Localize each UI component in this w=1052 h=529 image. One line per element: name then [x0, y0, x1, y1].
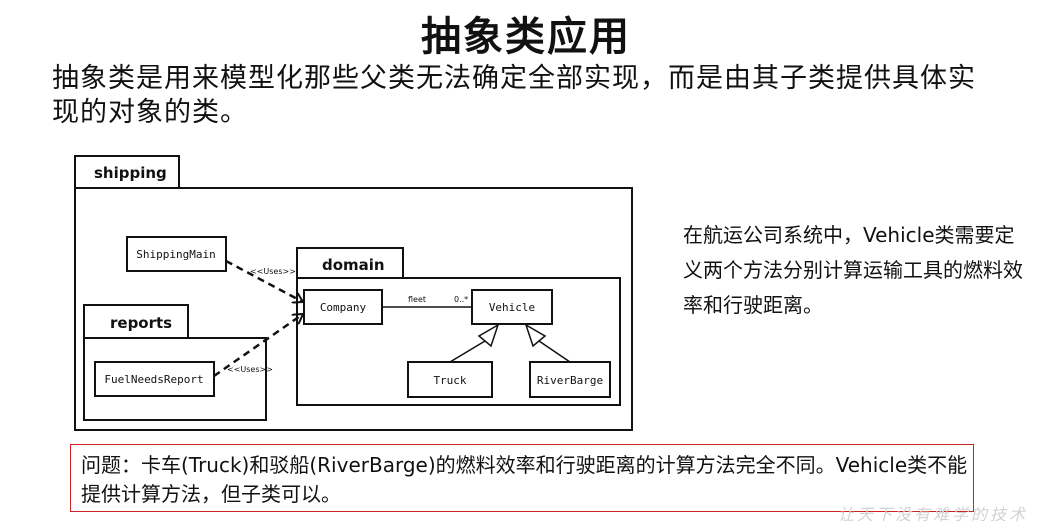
shipping-package-body: [74, 187, 633, 431]
fuel-needs-report-label: FuelNeedsReport: [104, 373, 203, 386]
vehicle-label: Vehicle: [489, 301, 535, 314]
shipping-package-label: shipping: [94, 164, 167, 182]
reports-package-label: reports: [110, 314, 172, 332]
river-barge-generalization-line: [538, 340, 571, 363]
problem-text: 问题：卡车(Truck)和驳船(RiverBarge)的燃料效率和行驶距离的计算…: [81, 453, 968, 506]
shipping-main-class: [126, 236, 227, 272]
fuel-needs-report-class: [94, 361, 215, 397]
uses-dependency-fuel-report: [213, 314, 303, 378]
truck-label: Truck: [433, 374, 466, 387]
uses-label-top: <<Uses>>: [250, 267, 296, 276]
truck-generalization-line: [449, 340, 486, 363]
domain-package-label: domain: [322, 256, 385, 274]
problem-callout: 问题：卡车(Truck)和驳船(RiverBarge)的燃料效率和行驶距离的计算…: [70, 444, 974, 512]
multiplicity-label: 0..*: [454, 295, 468, 304]
watermark: 让天下没有难学的技术: [837, 505, 1028, 524]
intro-paragraph: 抽象类是用来模型化那些父类无法确定全部实现，而是由其子类提供具体实现的对象的类。: [52, 63, 976, 128]
company-label: Company: [320, 301, 367, 314]
fleet-label: fleet: [408, 295, 426, 304]
river-barge-generalization-arrowhead: [524, 323, 547, 348]
truck-class: [407, 361, 493, 398]
uses-dependency-shipping-main: [225, 259, 303, 302]
uses-label-bottom: <<Uses>>: [227, 365, 273, 374]
company-class: [303, 289, 383, 325]
river-barge-label: RiverBarge: [537, 374, 603, 387]
shipping-main-label: ShippingMain: [136, 248, 215, 261]
river-barge-class: [529, 361, 611, 398]
shipping-package-tab: [74, 155, 180, 189]
domain-package-body: [296, 277, 621, 406]
side-note: 在航运公司系统中，Vehicle类需要定义两个方法分别计算运输工具的燃料效率和行…: [683, 223, 1023, 317]
vehicle-class: [471, 289, 553, 325]
reports-package-tab: [83, 304, 189, 339]
truck-generalization-arrowhead: [477, 323, 500, 348]
slide-title: 抽象类应用: [421, 13, 631, 60]
domain-package-tab: [296, 247, 404, 279]
reports-package-body: [83, 337, 267, 421]
